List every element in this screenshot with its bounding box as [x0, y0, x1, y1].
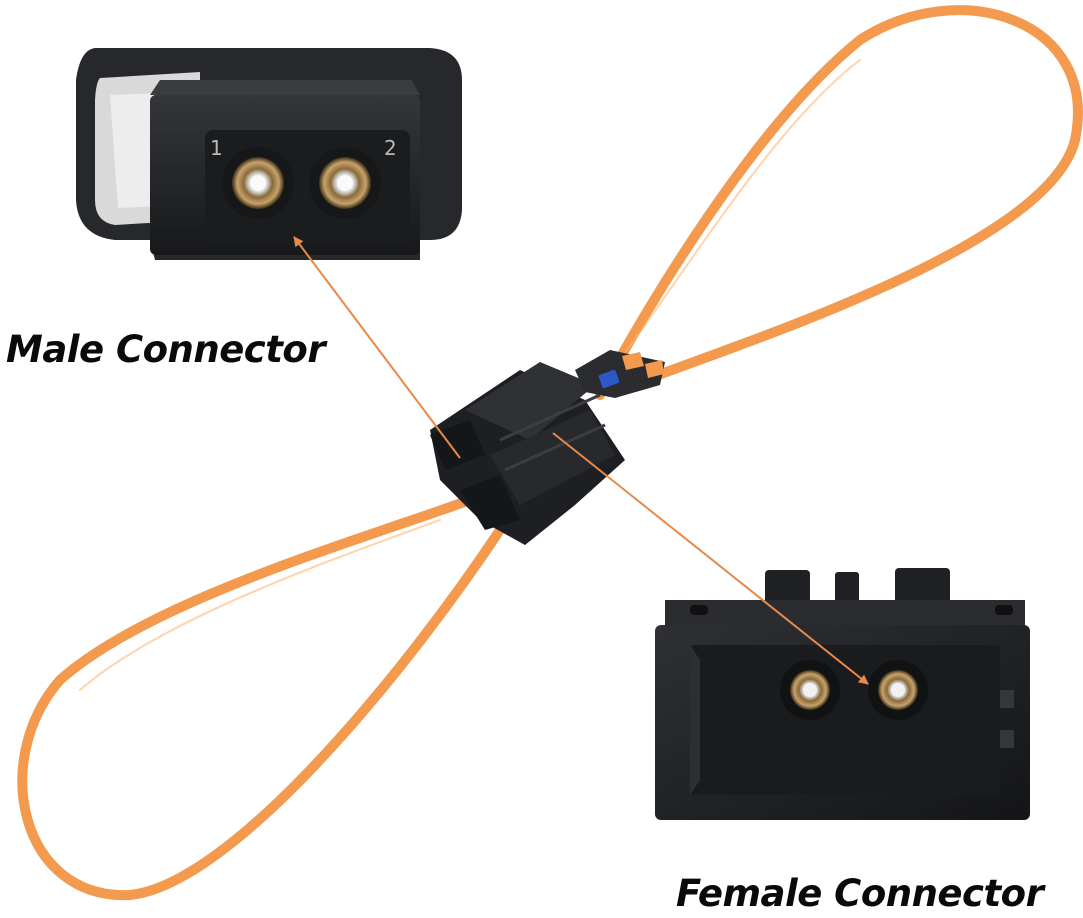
- lower-cable-loop: [17, 495, 505, 901]
- cable-loop: [17, 5, 1083, 901]
- female-connector-image: [655, 568, 1030, 820]
- female-connector-label: Female Connector: [676, 872, 1044, 915]
- male-connector-label: Male Connector: [6, 328, 326, 371]
- blue-latch: [598, 369, 620, 389]
- upper-cable-loop: [595, 5, 1083, 400]
- female-pointer-arrow: [552, 432, 869, 685]
- male-pointer-arrow: [293, 236, 461, 459]
- loopback-connector: [430, 350, 665, 545]
- male-connector-image: 1 2: [76, 48, 462, 260]
- lower-cable-inner: [79, 519, 441, 691]
- upper-cable-inner: [619, 59, 861, 361]
- male-pin-label-1: 1: [210, 136, 223, 160]
- male-pin-label-2: 2: [384, 136, 397, 160]
